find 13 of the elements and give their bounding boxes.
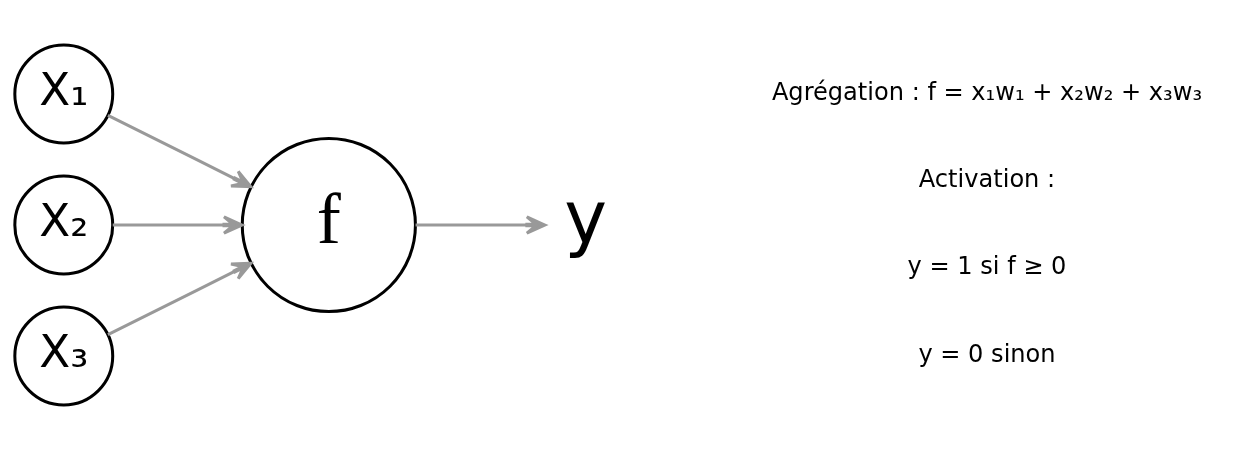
node-circle: X₃ xyxy=(13,305,115,407)
arrow xyxy=(107,261,253,337)
node-text: y xyxy=(564,175,608,260)
label: Agrégation : f = x₁w₁ + x₂w₂ + x₃w₃ xyxy=(771,77,1203,106)
label: y = 1 si f ≥ 0 xyxy=(907,252,1067,281)
node-circle: X₂ xyxy=(13,174,115,276)
node-circle: X₁ xyxy=(13,43,115,145)
arrow xyxy=(107,113,253,189)
label: y = 0 sinon xyxy=(918,339,1056,368)
node-circle: f xyxy=(240,136,417,314)
arrow xyxy=(415,215,547,235)
arrow xyxy=(112,215,244,235)
label: Activation : xyxy=(918,165,1056,194)
